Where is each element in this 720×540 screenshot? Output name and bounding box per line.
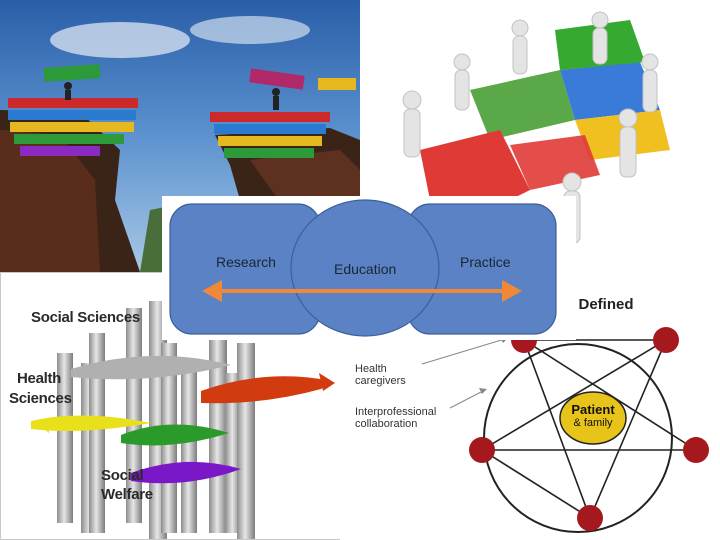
interprofessional-line1: Interprofessional — [355, 406, 437, 418]
label-interprofessional: Interprofessional collaboration — [355, 406, 436, 430]
caregivers-line1: Health — [355, 363, 387, 375]
patient-family-center: Patient & family — [560, 402, 626, 429]
family-label: & family — [573, 417, 613, 429]
care-diagram-title: e Defined — [566, 296, 634, 313]
research-education-practice-diagram: Research Education Practice — [162, 196, 576, 340]
label-health: Health — [17, 370, 62, 387]
label-social-sciences: Social Sciences — [31, 309, 140, 326]
label-sciences: Sciences — [9, 390, 72, 407]
education-label: Education — [334, 261, 397, 277]
research-label: Research — [216, 254, 276, 270]
practice-label: Practice — [460, 254, 511, 270]
caregivers-line2: caregivers — [355, 375, 406, 387]
patient-label: Patient — [571, 402, 615, 417]
label-health-caregivers: Health caregivers — [355, 363, 406, 387]
label-welfare: Welfare — [101, 486, 153, 503]
interprofessional-line2: collaboration — [355, 418, 418, 430]
label-social: Social — [101, 467, 144, 484]
